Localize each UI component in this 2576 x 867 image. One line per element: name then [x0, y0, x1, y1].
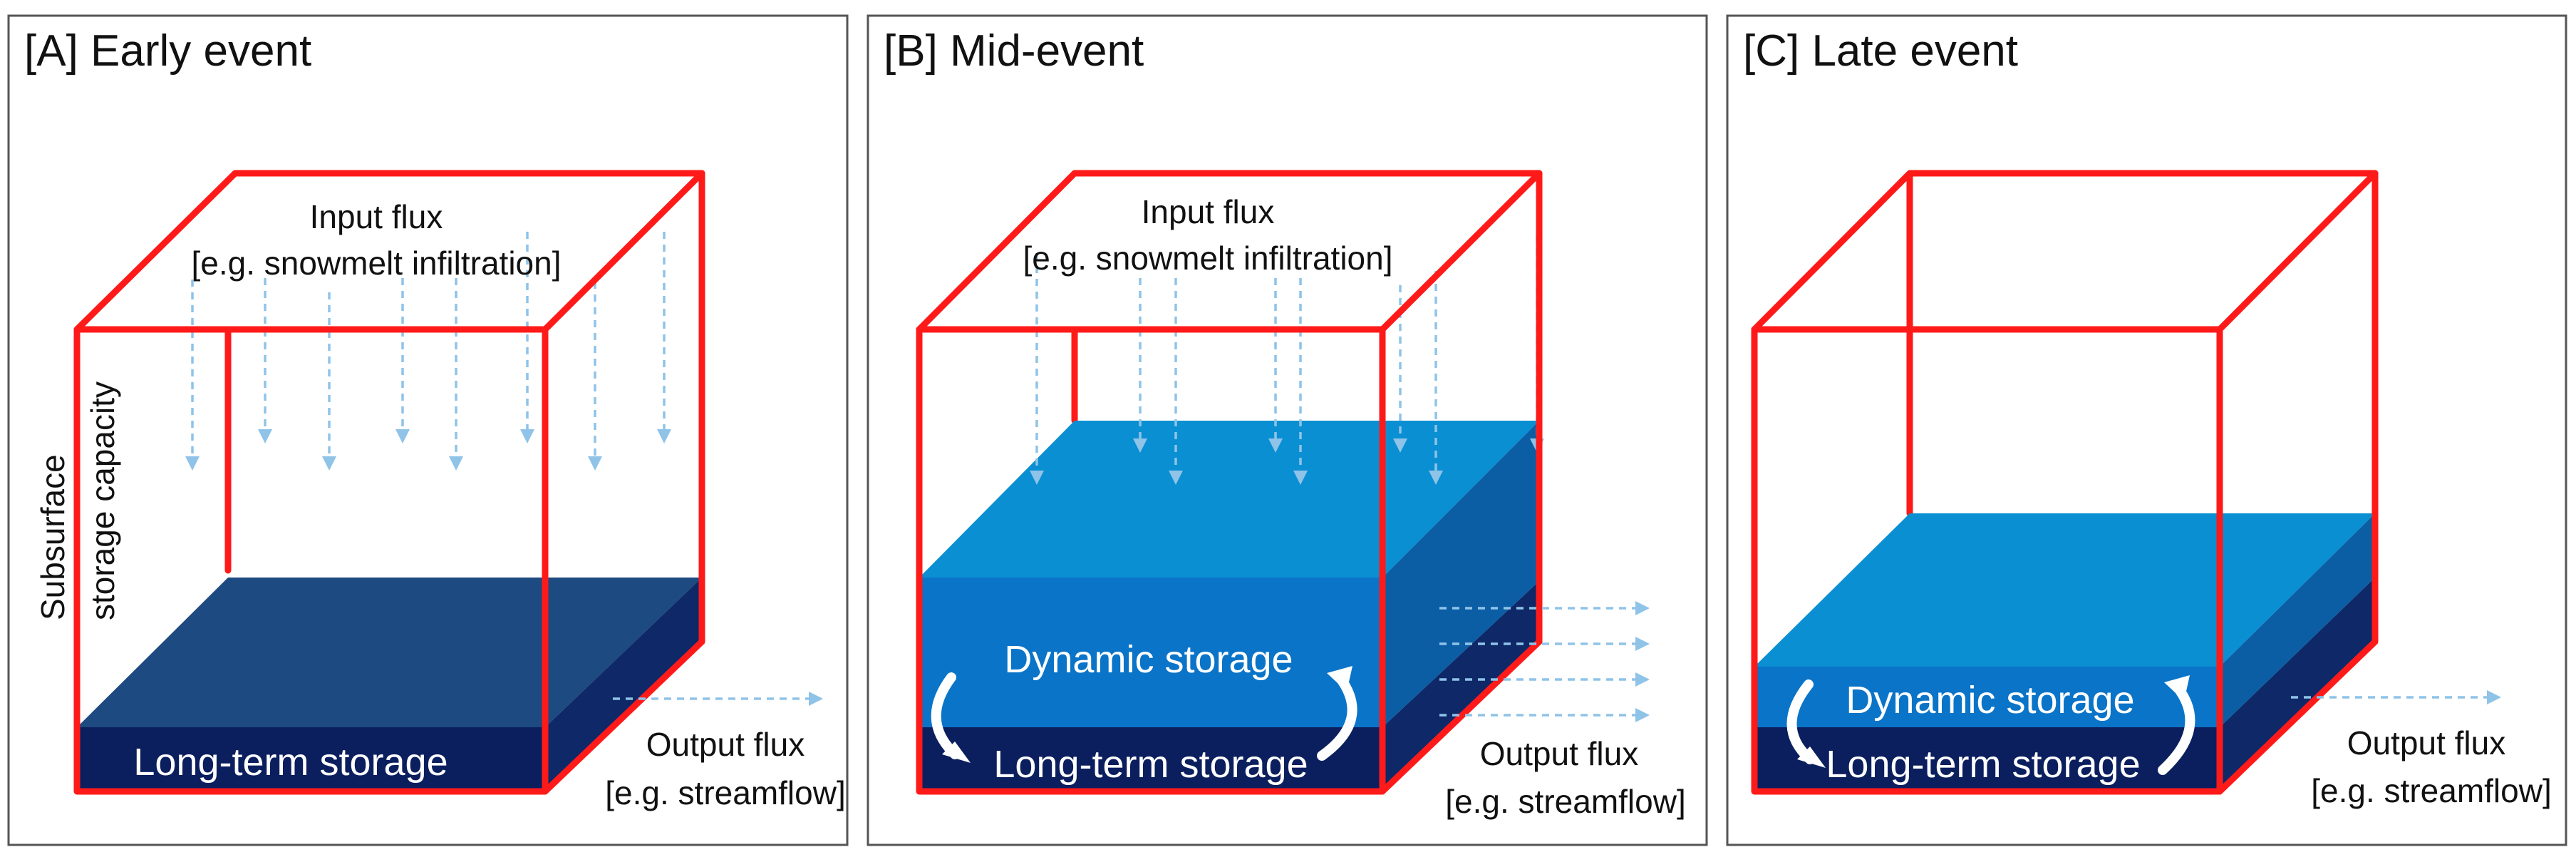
panel-b-output-flux: Output flux: [1480, 735, 1638, 772]
panel-a-input-flux-example: [e.g. snowmelt infiltration]: [191, 245, 561, 282]
panel-a-output-flux: Output flux: [646, 726, 805, 763]
panel-a-storage-front: [77, 727, 545, 791]
panel-late-event: [C] Late event Dynamic storage Long-term…: [1726, 14, 2567, 846]
panel-a-long-term-label: Long-term storage: [133, 741, 448, 784]
panel-b-cube-front: [916, 326, 1386, 795]
panel-b-cube-side: [1379, 170, 1543, 795]
panel-a-cube-side: [542, 170, 705, 795]
panel-a-output-flux-example: [e.g. streamflow]: [605, 774, 845, 811]
panel-c-title: [C] Late event: [1743, 26, 2018, 76]
panel-b-input-flux: Input flux: [1142, 193, 1275, 230]
panel-b-exchange-arrow-left: [931, 672, 960, 759]
panel-c-cube-side: [2216, 170, 2379, 795]
panel-b-input-flux-example: [e.g. snowmelt infiltration]: [1023, 240, 1392, 277]
panel-c-dynamic-front: [1754, 667, 2220, 727]
panel-c-output-flux: Output flux: [2347, 724, 2505, 761]
panel-a-axis-line1: Subsurface: [34, 454, 71, 620]
panel-a-cube-front: [73, 326, 549, 795]
panel-early-event: [A] Early event Long-term storage: [7, 14, 849, 846]
panel-a-axis-label: Subsurface storage capacity: [34, 381, 121, 620]
panel-a-title: [A] Early event: [24, 26, 311, 76]
panel-a-axis-line2: storage capacity: [84, 381, 121, 620]
panel-b-water-side: [1382, 421, 1539, 727]
panel-b-longterm-front: [919, 727, 1382, 791]
panel-c-longterm-front: [1754, 727, 2220, 791]
panel-c-output-flux-example: [e.g. streamflow]: [2311, 772, 2551, 809]
panel-c-exchange-arrow-left: [1786, 679, 1815, 764]
panel-b-long-term-label: Long-term storage: [993, 743, 1308, 786]
panel-c-long-term-label: Long-term storage: [1826, 743, 2140, 786]
panel-mid-event: [B] Mid-event Dynamic storage Long-term …: [867, 14, 1708, 846]
panel-c-longterm-side: [2220, 578, 2375, 791]
panel-a-storage-side: [545, 578, 702, 791]
panel-c-dynamic-label: Dynamic storage: [1846, 679, 2134, 722]
panel-a-input-arrows: [185, 232, 671, 471]
panel-a-input-flux: Input flux: [310, 198, 443, 235]
panel-b-dynamic-front: [919, 578, 1382, 727]
panel-c-cube-front: [1751, 326, 2223, 795]
panel-b-dynamic-label: Dynamic storage: [1004, 638, 1293, 681]
panel-b-output-arrows: [1439, 601, 1650, 722]
panel-b-title: [B] Mid-event: [884, 26, 1144, 76]
panel-b-longterm-side: [1382, 581, 1539, 791]
panel-c-water-side: [2220, 513, 2375, 727]
panel-b-output-flux-example: [e.g. streamflow]: [1445, 783, 1685, 820]
